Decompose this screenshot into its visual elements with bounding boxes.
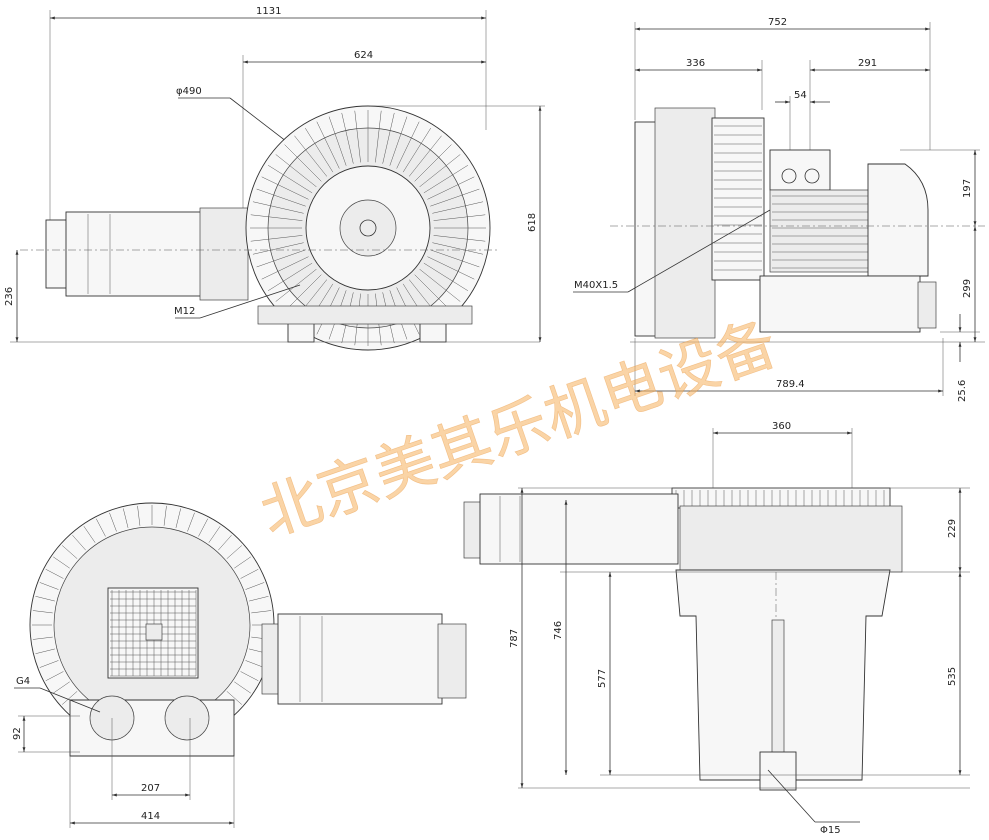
dim-thread: M40X1.5 bbox=[574, 280, 618, 291]
dim-hole: Φ15 bbox=[820, 825, 841, 836]
dim-foot: 25.6 bbox=[957, 380, 968, 402]
dim-motor-height: 577 bbox=[597, 669, 608, 688]
dim-base-width: 789.4 bbox=[776, 379, 805, 390]
bottom-left-view: G4 92 207 414 bbox=[12, 502, 467, 828]
dim-body-height: 746 bbox=[553, 621, 564, 640]
dim-port: 54 bbox=[794, 90, 807, 101]
dim-side-height: 535 bbox=[947, 667, 958, 686]
dim-overall-length: 1131 bbox=[256, 6, 281, 17]
dim-diameter: φ490 bbox=[176, 86, 202, 97]
dim-port-thread: G4 bbox=[16, 676, 30, 687]
dim-left: 336 bbox=[686, 58, 705, 69]
top-left-side-view: 1131 624 φ490 M12 236 bbox=[4, 6, 545, 351]
top-right-front-view: 752 336 291 54 197 2 bbox=[573, 17, 985, 402]
dim-upper-height: 197 bbox=[962, 179, 973, 198]
dim-right: 291 bbox=[858, 58, 877, 69]
dim-overall-height: 787 bbox=[509, 629, 520, 648]
dim-port-height: 92 bbox=[12, 727, 23, 740]
dim-lower-height: 299 bbox=[962, 279, 973, 298]
dim-port-spacing: 207 bbox=[141, 783, 160, 794]
dim-base-width-bl: 414 bbox=[141, 811, 160, 822]
dim-top-width: 360 bbox=[772, 421, 791, 432]
dim-axis-height: 236 bbox=[4, 287, 15, 306]
dim-height: 618 bbox=[527, 213, 538, 232]
bottom-right-view: 360 229 535 787 746 577 bbox=[463, 421, 970, 836]
dim-overall-width: 752 bbox=[768, 17, 787, 28]
dim-housing-height: 229 bbox=[947, 519, 958, 538]
dim-frame-length: 624 bbox=[354, 50, 373, 61]
dim-bolt: M12 bbox=[174, 306, 195, 317]
